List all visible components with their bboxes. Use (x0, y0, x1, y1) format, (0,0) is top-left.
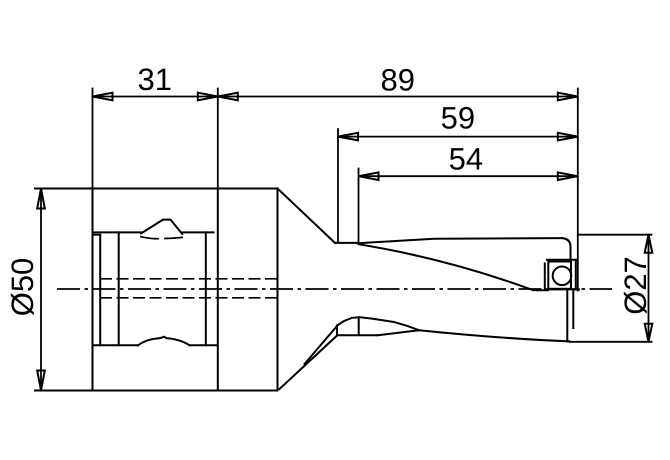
svg-text:59: 59 (441, 101, 475, 136)
svg-text:89: 89 (380, 62, 414, 97)
svg-text:54: 54 (449, 142, 483, 177)
svg-text:31: 31 (138, 62, 172, 97)
svg-text:Ø50: Ø50 (5, 258, 40, 317)
svg-text:Ø27: Ø27 (618, 256, 653, 315)
